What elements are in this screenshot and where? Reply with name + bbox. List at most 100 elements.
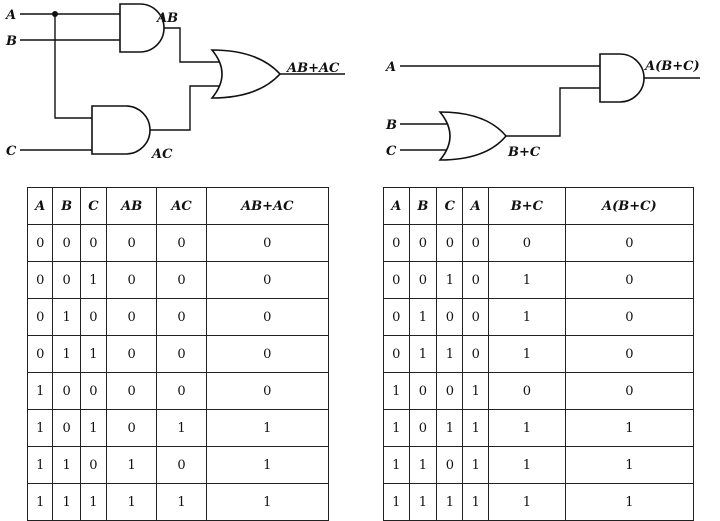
column-header: A [383,187,410,225]
table-cell: 1 [79,261,107,299]
table-cell: 1 [564,409,695,447]
table-cell: 1 [205,409,330,447]
column-header: B [52,187,81,225]
table-cell: 0 [156,372,207,410]
table-cell: 0 [156,335,207,373]
table-cell: 1 [383,483,410,521]
table-cell: 1 [462,409,490,447]
table-cell: 0 [26,335,54,373]
table-cell: 0 [79,224,107,262]
table-cell: 1 [488,298,566,336]
table-cell: 0 [205,372,330,410]
table-cell: 1 [488,335,566,373]
table-cell: 0 [564,261,695,299]
table-cell: 1 [564,446,695,484]
label-a-b-plus-c: A(B+C) [643,59,700,74]
table-cell: 1 [436,409,464,447]
table-cell: 1 [383,372,410,410]
table-cell: 0 [436,224,464,262]
table-cell: 0 [383,261,410,299]
table-cell: 1 [105,483,158,521]
table-cell: 1 [436,335,464,373]
label-ab: AB [155,11,178,26]
table-cell: 0 [383,335,410,373]
logic-circuits: A B C AB AC AB+AC A B C B+C A(B+C) [4,3,700,162]
table-cell: 0 [488,372,566,410]
table-cell: 1 [26,372,54,410]
table-cell: 0 [105,335,158,373]
table-cell: 0 [156,446,207,484]
column-header: C [436,187,464,225]
table-cell: 0 [26,224,54,262]
table-cell: 0 [205,261,330,299]
table-cell: 0 [408,372,438,410]
table-cell: 1 [462,372,490,410]
table-cell: 1 [52,483,81,521]
table-cell: 1 [408,335,438,373]
table-cell: 0 [79,372,107,410]
table-cell: 0 [564,335,695,373]
table-cell: 0 [205,335,330,373]
table-cell: 1 [156,483,207,521]
table-cell: 1 [488,483,566,521]
table-cell: 0 [436,446,464,484]
table-cell: 1 [436,483,464,521]
table-cell: 1 [408,483,438,521]
table-cell: 1 [79,335,107,373]
label-ac: AC [150,147,173,162]
table-cell: 1 [462,483,490,521]
table-cell: 0 [408,261,438,299]
wire-bc-out [506,87,600,137]
table-cell: 0 [436,298,464,336]
wire-ab [164,27,219,63]
column-header: AB+AC [205,187,330,225]
table-cell: 1 [79,483,107,521]
table-cell: 1 [488,261,566,299]
table-cell: 0 [105,409,158,447]
table-cell: 0 [52,261,81,299]
table-cell: 1 [26,483,54,521]
and-gate-right [599,53,645,103]
table-cell: 1 [156,409,207,447]
table-cell: 0 [564,372,695,410]
table-cell: 0 [462,335,490,373]
table-cell: 0 [26,261,54,299]
wire-a-branch [54,14,92,119]
label-ab-plus-ac: AB+AC [285,61,340,76]
table-cell: 1 [436,261,464,299]
table-cell: 0 [383,224,410,262]
label-right-input-c: C [386,144,397,159]
table-cell: 1 [408,298,438,336]
column-header: C [79,187,107,225]
table-cell: 0 [105,298,158,336]
table-cell: 0 [408,409,438,447]
wire-ac [150,85,219,131]
table-cell: 1 [408,446,438,484]
table-cell: 0 [156,298,207,336]
table-cell: 0 [488,224,566,262]
column-header: B+C [488,187,566,225]
table-cell: 1 [52,335,81,373]
column-header: A [462,187,490,225]
label-input-b: B [5,34,17,49]
table-cell: 1 [564,483,695,521]
table-cell: 1 [205,483,330,521]
label-input-c: C [6,144,17,159]
